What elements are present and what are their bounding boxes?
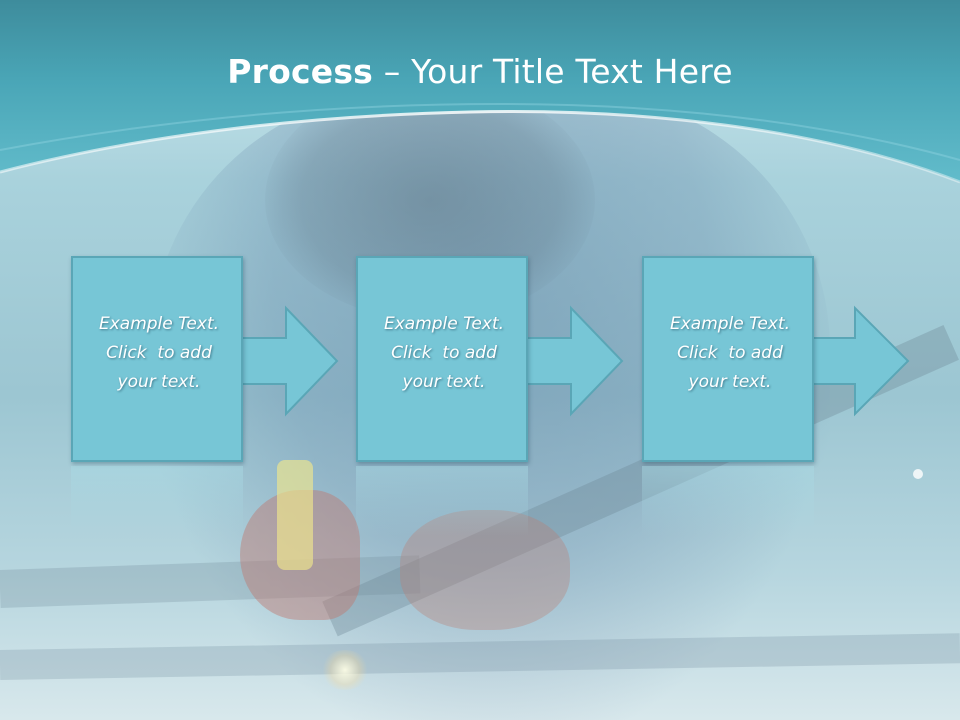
step-line: Click to add (677, 343, 783, 363)
step-line: your text. (117, 372, 201, 392)
background-glove (400, 510, 570, 630)
slide-title[interactable]: Process – Your Title Text Here (0, 52, 960, 91)
background-bolt (913, 469, 923, 479)
step-box (71, 256, 243, 462)
title-bold: Process (227, 52, 374, 91)
step-text[interactable]: Example Text. Click to add your text. (650, 310, 810, 397)
background-spark (320, 650, 370, 690)
step-reflection (356, 466, 528, 536)
step-line: Example Text. (383, 314, 505, 334)
header-band (0, 0, 960, 184)
step-reflection (642, 466, 814, 536)
process-step-1[interactable]: Example Text. Click to add your text. (71, 256, 339, 466)
process-step-2[interactable]: Example Text. Click to add your text. (356, 256, 624, 466)
step-line: your text. (688, 372, 772, 392)
step-box (356, 256, 528, 462)
step-reflection (71, 466, 243, 536)
step-line: Click to add (106, 343, 212, 363)
step-text[interactable]: Example Text. Click to add your text. (79, 310, 239, 397)
step-line: Click to add (391, 343, 497, 363)
step-line: your text. (402, 372, 486, 392)
process-step-3[interactable]: Example Text. Click to add your text. (642, 256, 910, 466)
background-torch-handle (277, 460, 313, 570)
step-line: Example Text. (669, 314, 791, 334)
step-line: Example Text. (98, 314, 220, 334)
step-box (642, 256, 814, 462)
step-text[interactable]: Example Text. Click to add your text. (364, 310, 524, 397)
title-rest: – Your Title Text Here (373, 52, 733, 91)
